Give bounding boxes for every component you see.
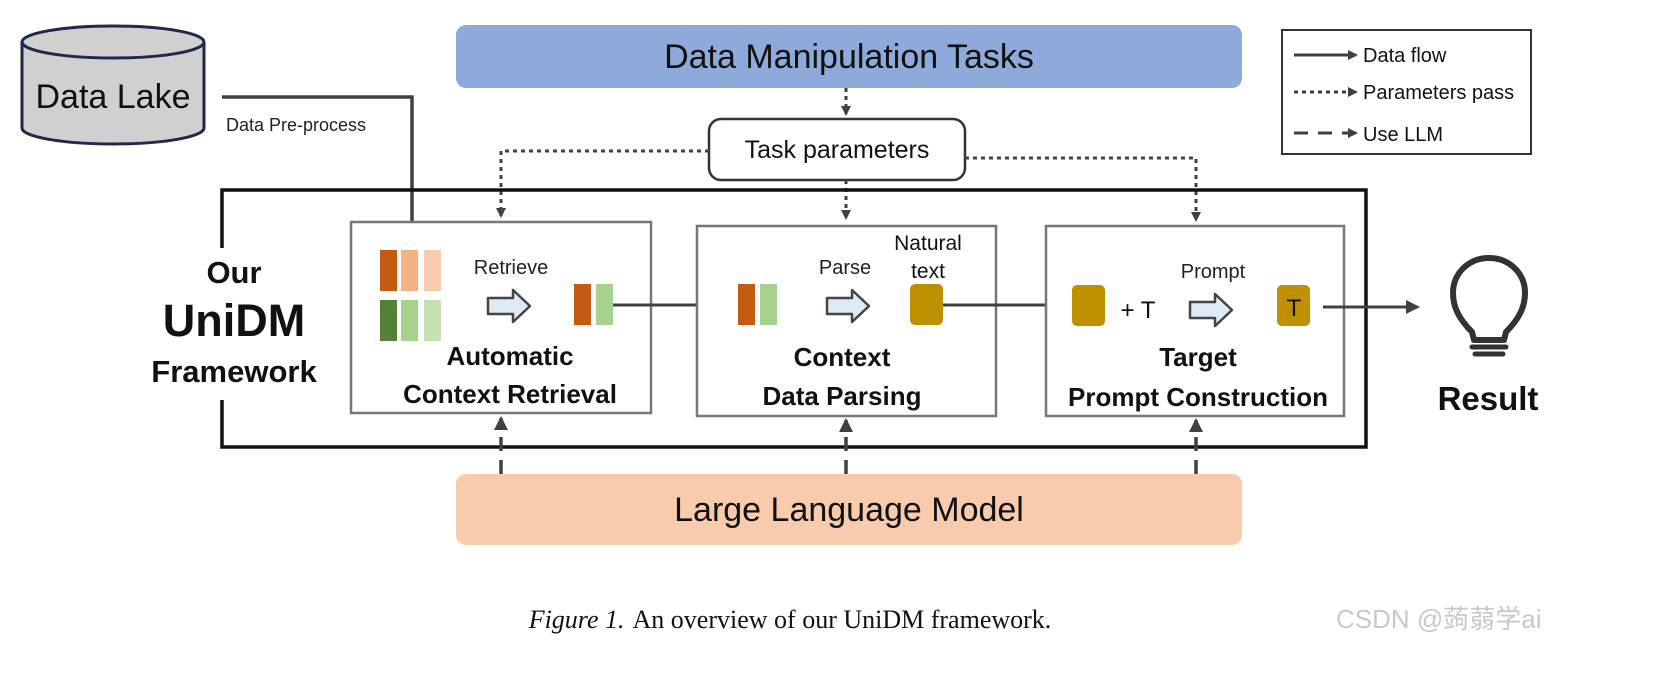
legend-data-flow-label: Data flow: [1363, 45, 1447, 67]
stage1-block-green-light: [424, 300, 441, 341]
legend-use-llm-label: Use LLM: [1363, 124, 1443, 146]
stage3-arrow-label: Prompt: [1181, 261, 1246, 283]
data-lake-label: Data Lake: [36, 78, 191, 116]
stage2-input-green: [760, 284, 777, 325]
framework-label-bg: [130, 248, 338, 400]
tasks-label: Data Manipulation Tasks: [664, 38, 1034, 76]
lightbulb-icon: [1450, 255, 1528, 357]
stage1-output-orange: [574, 284, 591, 325]
stage2-output-natural-text-block: [910, 284, 943, 325]
stage-context-retrieval: Retrieve Automatic Context Retrieval: [349, 220, 653, 415]
stage1-arrow-label: Retrieve: [474, 257, 548, 279]
stage3-output-t: T: [1287, 295, 1302, 322]
stage1-hollow-arrow-icon: [486, 288, 532, 324]
params-to-stage1-arrow: [496, 149, 709, 218]
framework-line3: Framework: [151, 354, 317, 389]
stage-prompt-construction: + T Prompt T Target Prompt Construction: [1044, 224, 1346, 418]
result-label: Result: [1438, 380, 1539, 417]
stage3-title-line2: Prompt Construction: [1068, 382, 1328, 412]
framework-line1: Our: [206, 255, 261, 290]
stage1-title-line1: Automatic: [446, 341, 573, 371]
stage2-title-line1: Context: [794, 342, 891, 372]
stage1-block-orange-light: [424, 250, 441, 291]
caption-prefix: Figure 1.: [528, 605, 625, 634]
stage1-output-green: [596, 284, 613, 325]
stage2-title-line2: Data Parsing: [763, 381, 922, 411]
legend: Data flow Parameters pass Use LLM: [1281, 29, 1532, 155]
stage1-block-orange-mid: [401, 250, 418, 291]
tasks-bar: [456, 25, 1242, 88]
stage3-title-line1: Target: [1159, 342, 1237, 372]
stage1-title-line2: Context Retrieval: [403, 379, 617, 409]
stage2-input-orange: [738, 284, 755, 325]
caption-text: An overview of our UniDM framework.: [633, 605, 1052, 634]
stage1-block-orange-dark: [380, 250, 397, 291]
stage2-output-line1: Natural: [894, 232, 962, 255]
stage2-output-line2: text: [911, 260, 945, 283]
framework-line2: UniDM: [163, 295, 305, 346]
figure-caption: Figure 1. An overview of our UniDM framew…: [528, 605, 1052, 634]
stage2-hollow-arrow-icon: [825, 288, 871, 324]
stage1-block-green-dark: [380, 300, 397, 341]
stage3-output-block: [1277, 285, 1310, 326]
task-parameters-label: Task parameters: [745, 136, 930, 164]
stage1-block-green-mid: [401, 300, 418, 341]
llm-bar: [456, 474, 1242, 545]
params-to-stage3-arrow: [965, 156, 1201, 222]
stage3-plus-t: + T: [1121, 297, 1156, 324]
stage3-input-block: [1072, 285, 1105, 326]
stage3-hollow-arrow-icon: [1188, 292, 1234, 328]
stage2-arrow-label: Parse: [819, 257, 871, 279]
data-preprocess-label: Data Pre-process: [226, 115, 366, 135]
stage-data-parsing: Parse Natural text Context Data Parsing: [695, 224, 998, 418]
llm-label: Large Language Model: [674, 491, 1024, 529]
watermark: CSDN @蒟蒻学ai: [1336, 604, 1542, 634]
legend-parameters-pass-label: Parameters pass: [1363, 82, 1514, 104]
data-lake-cylinder: Data Lake: [20, 24, 206, 146]
